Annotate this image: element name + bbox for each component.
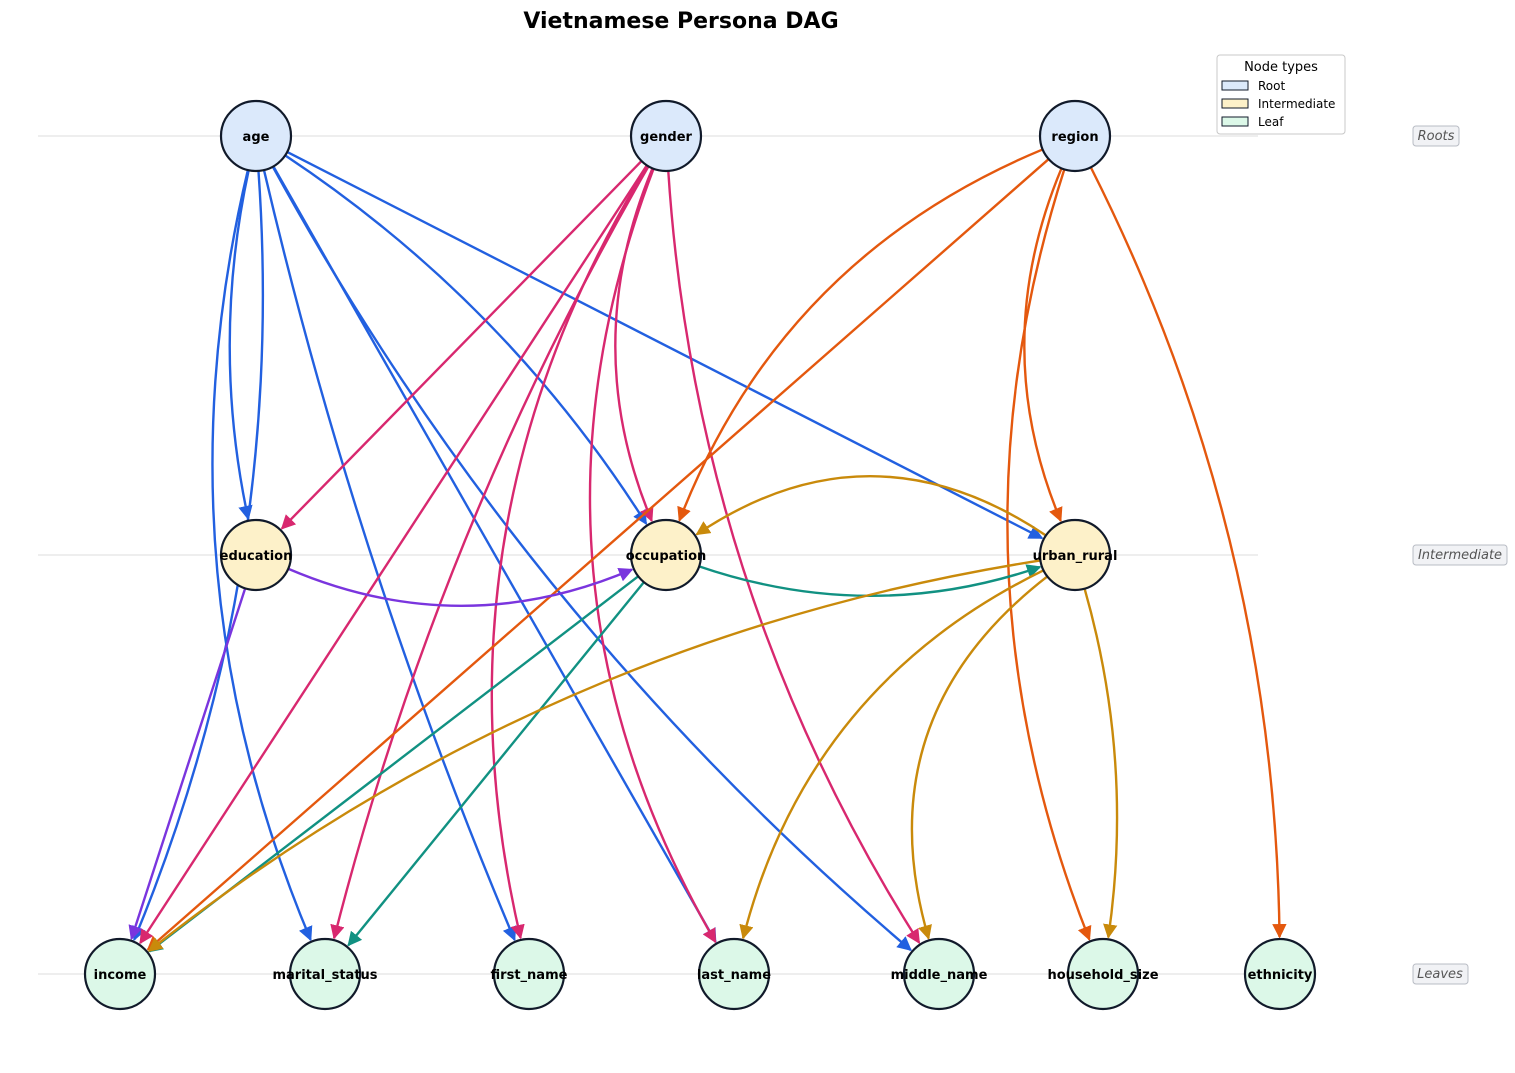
edge-age-to-first_name xyxy=(262,169,517,942)
node-first_name-label: first_name xyxy=(491,968,568,983)
edge-region-to-household_size xyxy=(1006,168,1092,941)
legend-box xyxy=(1216,54,1346,135)
node-income-circle xyxy=(83,937,157,1011)
node-education-circle xyxy=(219,518,293,592)
edge-urban_rural-to-middle_name xyxy=(910,575,1049,940)
node-region: region xyxy=(1038,99,1112,173)
legend: Node types Root Intermediate Leaf xyxy=(1216,54,1346,135)
legend-swatch-leaf xyxy=(1221,116,1249,127)
node-last_name-label: last_name xyxy=(697,968,771,983)
edge-urban_rural-to-last_name xyxy=(739,569,1045,940)
edge-region-to-ethnicity xyxy=(1089,166,1287,939)
node-occupation-circle xyxy=(629,518,703,592)
tier-label-roots: Roots xyxy=(1412,125,1460,147)
edge-education-to-occupation xyxy=(287,567,634,608)
edge-education-to-income xyxy=(128,587,247,941)
tier-label-leaves-text: Leaves xyxy=(1417,967,1463,982)
tier-label-leaves: Leaves xyxy=(1412,963,1469,985)
node-gender-label: gender xyxy=(640,130,693,145)
edge-gender-to-middle_name xyxy=(667,170,921,944)
edge-age-to-middle_name xyxy=(271,166,912,951)
edge-gender-to-first_name xyxy=(490,165,649,940)
node-age: age xyxy=(219,99,293,173)
node-last_name-circle xyxy=(697,937,771,1011)
node-gender-circle xyxy=(629,99,703,173)
node-region-label: region xyxy=(1051,130,1098,145)
node-marital_status: marital_status xyxy=(272,937,378,1011)
node-urban_rural-label: urban_rural xyxy=(1033,549,1118,564)
node-first_name-circle xyxy=(492,937,566,1011)
legend-swatch-root xyxy=(1221,80,1249,91)
node-age-circle xyxy=(219,99,293,173)
edge-age-to-urban_rural xyxy=(286,150,1044,540)
edge-gender-to-occupation xyxy=(614,167,654,523)
node-marital_status-circle xyxy=(288,937,362,1011)
node-household_size: household_size xyxy=(1047,937,1159,1011)
legend-title: Node types xyxy=(1244,60,1318,75)
edge-gender-to-income xyxy=(139,164,648,945)
node-gender: gender xyxy=(629,99,703,173)
node-urban_rural: urban_rural xyxy=(1033,518,1118,592)
legend-label-root: Root xyxy=(1258,79,1285,93)
tier-label-roots-box xyxy=(1412,125,1460,147)
node-education: education xyxy=(219,518,293,592)
tier-label-intermediate: Intermediate xyxy=(1412,544,1508,566)
edge-age-to-marital_status xyxy=(211,169,313,942)
legend-label-intermediate: Intermediate xyxy=(1258,97,1335,111)
node-region-circle xyxy=(1038,99,1112,173)
node-household_size-circle xyxy=(1066,937,1140,1011)
node-layer: age gender region education occupation urban_… xyxy=(83,99,1317,1011)
edge-region-to-occupation xyxy=(677,148,1044,522)
edge-urban_rural-to-occupation xyxy=(695,475,1047,537)
node-education-label: education xyxy=(220,549,293,564)
node-first_name: first_name xyxy=(491,937,568,1011)
node-middle_name-circle xyxy=(902,937,976,1011)
node-urban_rural-circle xyxy=(1038,518,1112,592)
edge-age-to-education xyxy=(228,169,253,521)
node-income-label: income xyxy=(94,968,147,983)
edge-gender-to-last_name xyxy=(588,168,717,944)
legend-label-leaf: Leaf xyxy=(1258,115,1284,129)
edge-gender-to-education xyxy=(280,160,643,530)
tier-label-roots-text: Roots xyxy=(1418,129,1455,144)
edge-urban_rural-to-household_size xyxy=(1083,588,1119,939)
node-middle_name-label: middle_name xyxy=(891,968,988,983)
node-ethnicity: ethnicity xyxy=(1243,937,1317,1011)
diagram-title: Vietnamese Persona DAG xyxy=(523,9,838,34)
node-household_size-label: household_size xyxy=(1047,968,1158,983)
tier-label-leaves-box xyxy=(1412,963,1469,985)
legend-swatch-intermediate xyxy=(1221,98,1249,109)
node-occupation: occupation xyxy=(626,518,707,592)
node-ethnicity-label: ethnicity xyxy=(1248,968,1313,983)
node-last_name: last_name xyxy=(697,937,771,1011)
node-ethnicity-circle xyxy=(1243,937,1317,1011)
node-occupation-label: occupation xyxy=(626,549,707,564)
edge-occupation-to-marital_status xyxy=(347,581,645,947)
node-age-label: age xyxy=(243,130,270,145)
tier-label-intermediate-text: Intermediate xyxy=(1418,548,1502,563)
tier-label-intermediate-box xyxy=(1412,544,1508,566)
edge-region-to-urban_rural xyxy=(1023,167,1063,523)
node-marital_status-label: marital_status xyxy=(272,968,377,983)
edge-region-to-income xyxy=(146,158,1050,951)
node-income: income xyxy=(83,937,157,1011)
edge-urban_rural-to-income xyxy=(147,559,1041,952)
node-middle_name: middle_name xyxy=(891,937,988,1011)
